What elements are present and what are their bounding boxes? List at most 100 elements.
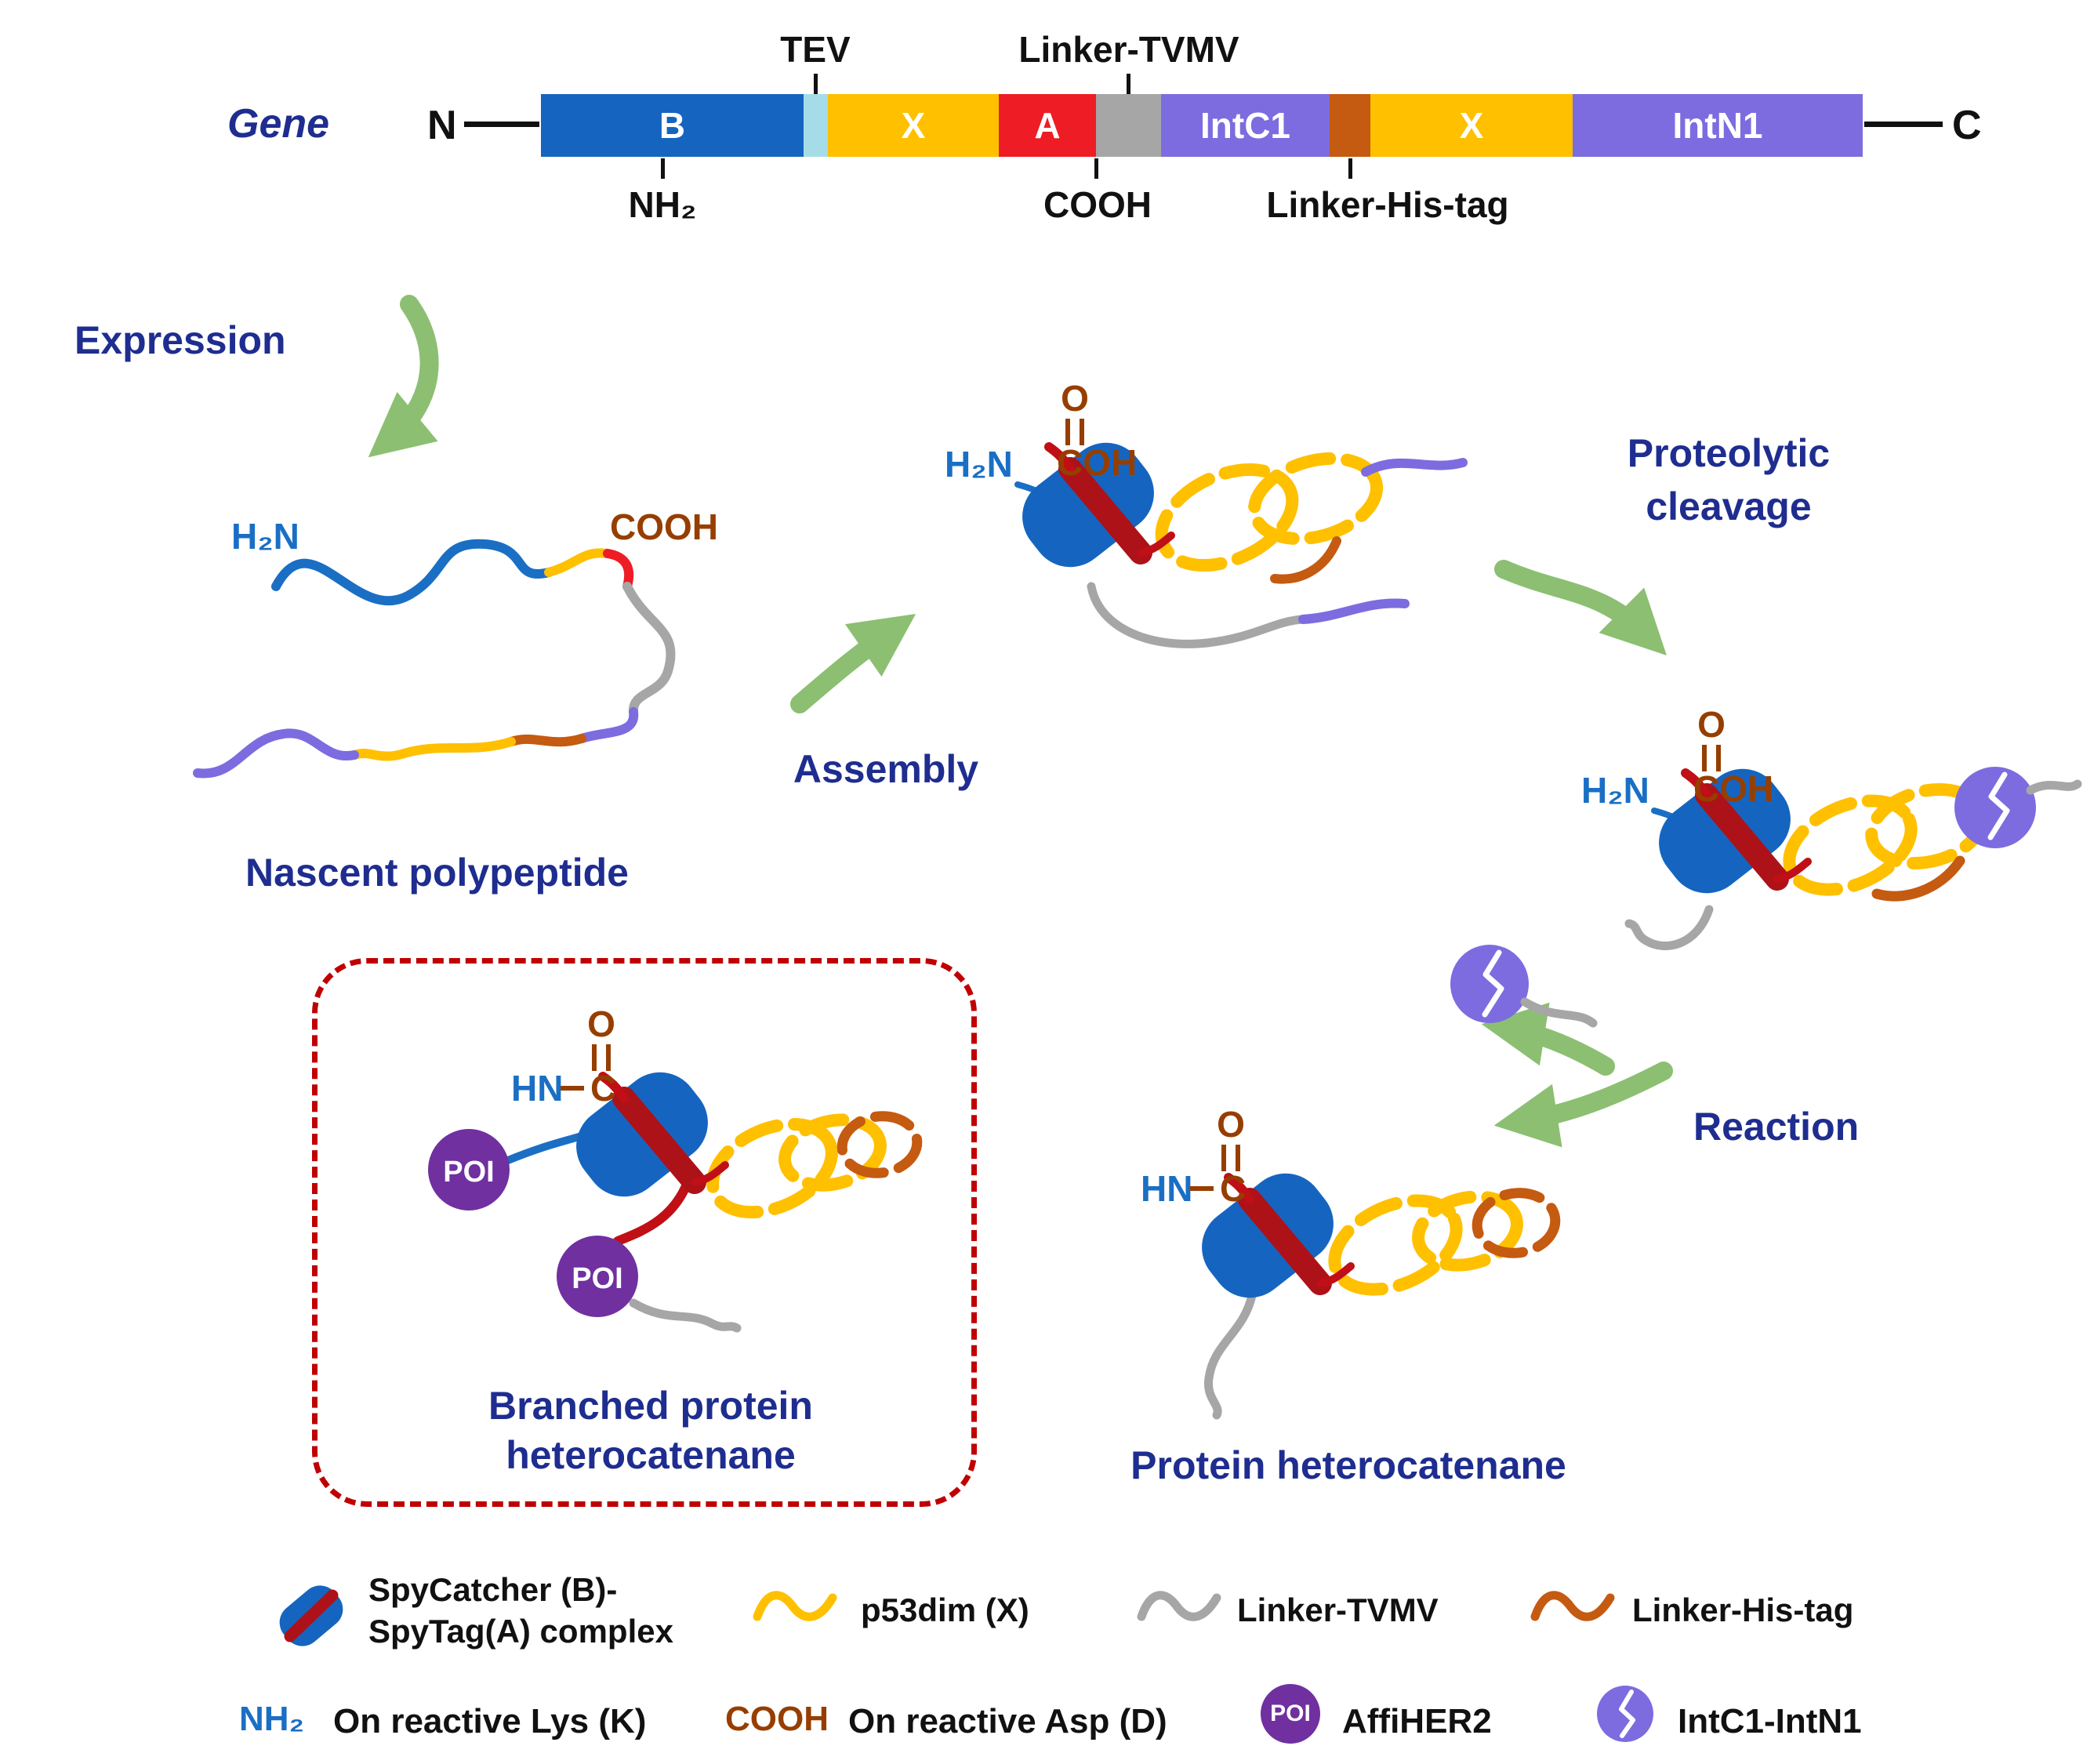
poi-label: POI — [572, 1262, 622, 1295]
poi-circle-1 — [428, 1129, 510, 1210]
poi-icon-label: POI — [1270, 1700, 1311, 1726]
hn-label: HN — [511, 1068, 563, 1109]
squiggle — [1530, 1591, 1615, 1621]
linker-tvmv-label: Linker-TVMV — [1018, 29, 1239, 70]
product-heterocatenane: HN C O — [1141, 1104, 1561, 1420]
gene-segment-intn1: IntN1 — [1573, 94, 1863, 157]
legend-cooh-symbol: COOH — [725, 1700, 829, 1738]
carbonyl-o-label: O — [587, 1004, 615, 1044]
legend-linker-his-icon — [1530, 1585, 1620, 1632]
released-intein — [1450, 945, 1598, 1028]
legend-poi-icon: POI — [1261, 1684, 1320, 1744]
p53dim-ring-1 — [706, 1117, 838, 1219]
strand-intc1 — [577, 707, 639, 743]
strand-intn1 — [193, 728, 359, 779]
spycatcher-spytag-core — [561, 1057, 725, 1213]
gene-segment-label: IntC1 — [1200, 105, 1290, 146]
poi-blue-connector — [504, 1131, 588, 1164]
hn-label: HN — [1141, 1168, 1192, 1209]
linker-tvmv-tail — [1087, 582, 1308, 648]
legend-p53dim-icon — [753, 1585, 843, 1632]
coh-label: COH — [1693, 768, 1773, 809]
spycatcher-spytag-core — [1186, 1158, 1351, 1314]
expression-arrow — [368, 295, 439, 458]
linker-his-label: Linker-His-tag — [1266, 184, 1509, 225]
gene-segment-p53dim-x1: X — [828, 94, 999, 157]
legend-lys-label: On reactive Lys (K) — [333, 1702, 647, 1740]
linker-tvmv-tail — [1624, 905, 1714, 950]
n-connector-line — [464, 122, 539, 127]
spycomplex-icon — [279, 1585, 343, 1646]
caption-product: Protein heterocatenane — [1130, 1443, 1566, 1487]
intein-sphere-icon — [1597, 1686, 1653, 1742]
nh2-tick — [661, 158, 665, 179]
strand-spycatcher-b — [271, 539, 553, 606]
p53dim-ring-2 — [778, 1113, 887, 1192]
gene-segment-linker-tvmv — [1096, 94, 1161, 157]
strand-p53dim-x2 — [350, 737, 516, 761]
caption-branched: Branched protein heterocatenane — [408, 1381, 894, 1479]
c-terminus-label: C — [1952, 103, 1982, 148]
squiggle — [753, 1591, 837, 1621]
linker-his-ring — [836, 1111, 923, 1178]
gene-segment-spycatcher-b: B — [541, 94, 804, 157]
step-expression-label: Expression — [74, 318, 286, 362]
gene-segment-spytag-a: A — [999, 94, 1096, 157]
cleaved-complex: H₂N O COH — [1581, 704, 2082, 950]
strand-linker-tvmv — [622, 582, 676, 717]
intc1-tail — [1298, 598, 1410, 624]
strand-linker-his — [506, 734, 586, 747]
carbonyl-o-label: O — [1697, 704, 1726, 745]
tev-label: TEV — [780, 29, 851, 70]
legend-affiher2-label: AffiHER2 — [1342, 1702, 1492, 1740]
assembly-arrow — [790, 614, 916, 713]
yellow-squiggle-icon — [753, 1591, 837, 1621]
legend-intein-icon — [1595, 1684, 1655, 1748]
nh2-label: NH₂ — [628, 184, 697, 225]
legend-spycomplex-label: SpyCatcher (B)- SpyTag(A) complex — [368, 1570, 673, 1652]
gene-segment-label: IntN1 — [1672, 105, 1763, 146]
sphere-gray-tail — [2026, 779, 2082, 795]
strand-p53dim-x1 — [544, 548, 612, 577]
tev-tick — [814, 74, 818, 94]
legend-spycomplex-icon — [259, 1564, 361, 1662]
gene-segment-label: X — [1459, 105, 1484, 146]
n-terminus-label: N — [427, 103, 457, 148]
poi-red-connector — [613, 1171, 695, 1246]
coh-label: COH — [1057, 442, 1137, 483]
legend-spycomplex-line2: SpyTag(A) complex — [368, 1612, 673, 1650]
linker-his-arc — [1871, 855, 1965, 902]
sphere-gray-tail — [1520, 997, 1598, 1028]
linker-tvmv-tick — [1127, 74, 1130, 94]
gene-segment-linker-his — [1330, 94, 1370, 157]
linker-his-tick — [1348, 158, 1352, 179]
c-connector-line — [1864, 122, 1943, 127]
intein-crack-icon — [1619, 1690, 1635, 1738]
p53dim-ring-2 — [1412, 1190, 1523, 1272]
p53dim-ring-1 — [1155, 463, 1299, 572]
legend-spycomplex-line1: SpyCatcher (B)- — [368, 1571, 618, 1608]
gene-segment-tev-site — [804, 94, 828, 157]
proteolytic-line2: cleavage — [1646, 484, 1812, 528]
intein-crack-icon — [1482, 949, 1504, 1018]
nascent-cooh-label: COOH — [610, 506, 718, 547]
nascent-polypeptide: H₂N COOH — [193, 506, 718, 779]
squiggle — [1137, 1591, 1221, 1621]
branched-heterocatenane: POI POI HN C O — [428, 1004, 923, 1333]
h2n-label: H₂N — [945, 444, 1013, 485]
poi-circle-2 — [557, 1236, 638, 1317]
intn1-tail — [1361, 458, 1468, 477]
carbonyl-o-label: O — [1061, 378, 1089, 419]
step-reaction-label: Reaction — [1693, 1105, 1860, 1149]
intein-sphere — [1954, 767, 2036, 848]
nascent-h2n-label: H₂N — [231, 516, 299, 557]
linker-his-ring — [1472, 1188, 1561, 1258]
c-label: C — [1220, 1168, 1246, 1209]
legend-linker-tvmv-label: Linker-TVMV — [1237, 1592, 1439, 1628]
step-assembly-label: Assembly — [793, 747, 979, 791]
h2n-label: H₂N — [1581, 770, 1649, 811]
proteolytic-arrow — [1494, 560, 1667, 655]
branched-product-box — [312, 958, 977, 1507]
